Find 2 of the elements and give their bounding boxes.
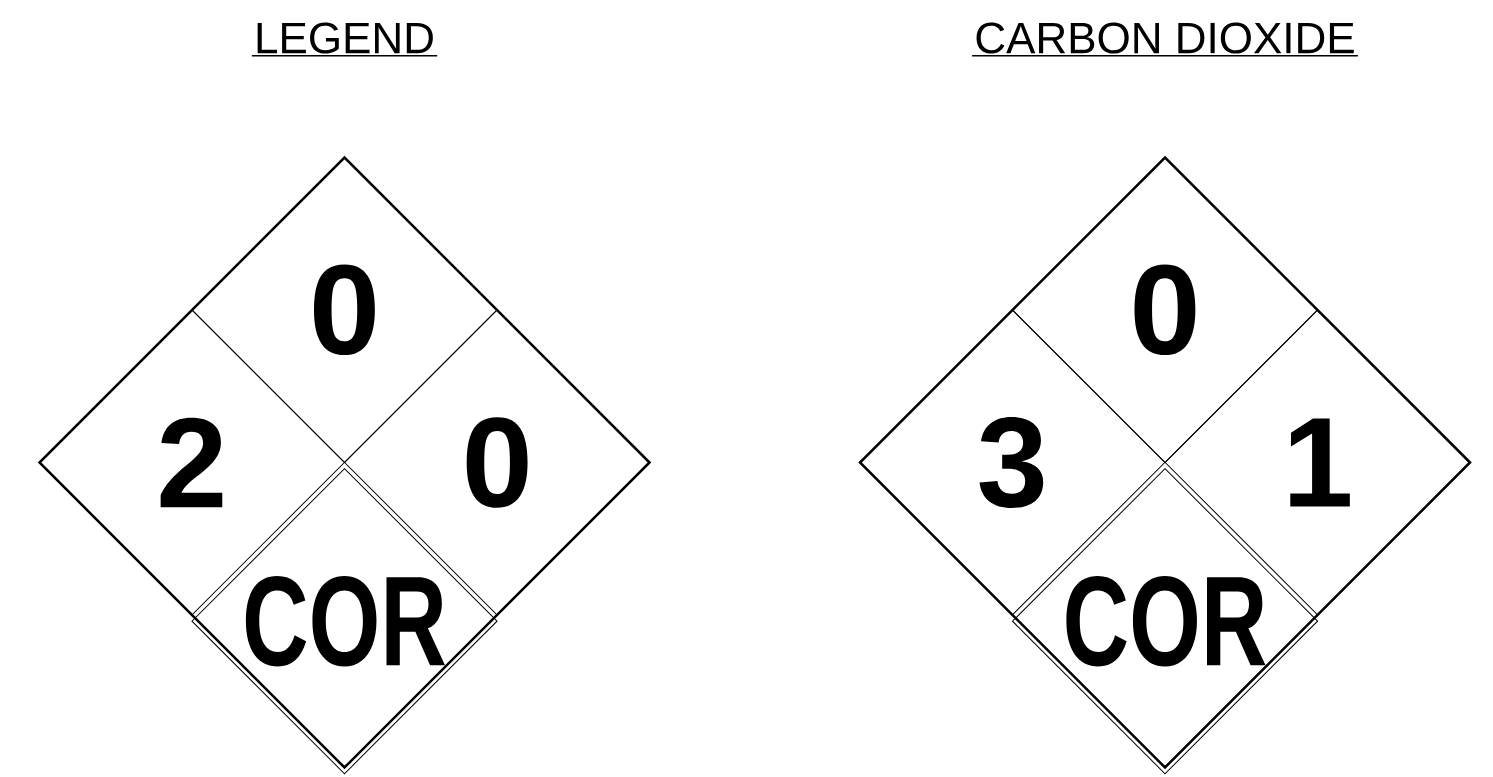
heading: CARBON DIOXIDE xyxy=(971,22,1359,57)
heading: LEGEND xyxy=(251,22,438,57)
